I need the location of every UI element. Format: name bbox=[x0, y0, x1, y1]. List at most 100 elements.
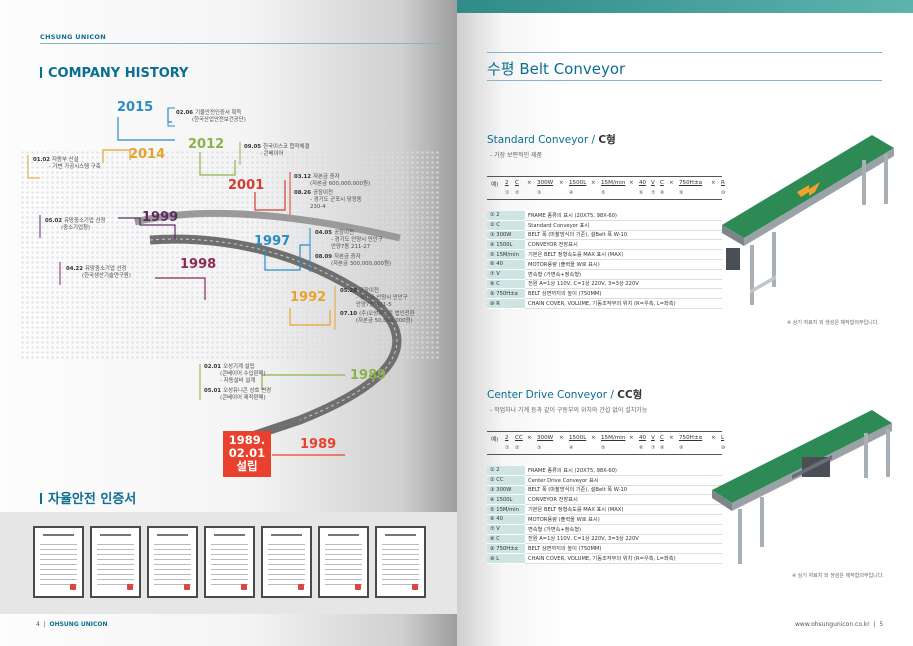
certificate-image bbox=[261, 526, 312, 598]
frame-side bbox=[744, 148, 894, 246]
spec-key: ③ 300W bbox=[487, 485, 525, 496]
code-token: 40 bbox=[639, 180, 647, 186]
year-1992: 1992 bbox=[290, 290, 327, 305]
code-index: ⑥ bbox=[639, 445, 644, 451]
spec-key: ① 2 bbox=[487, 466, 525, 476]
code-token: CC bbox=[515, 435, 523, 441]
code-token: 1500L bbox=[569, 180, 587, 186]
code-token: × bbox=[527, 180, 532, 186]
title-rule-top bbox=[487, 52, 882, 53]
code-index: ④ bbox=[569, 190, 574, 196]
title-rule-bottom bbox=[487, 80, 882, 81]
connector-1998 bbox=[155, 277, 206, 300]
cert-title-text: 자율안전 인증서 bbox=[48, 492, 137, 507]
spec-key: ④ 1500L bbox=[487, 494, 525, 506]
code-token: × bbox=[669, 180, 674, 186]
center-drive-desc: - 작업자나 기계 등과 같이 구동부의 위치와 간섭 없이 설치가능 bbox=[490, 407, 648, 414]
motor bbox=[726, 248, 740, 270]
right-page: 수평 Belt Conveyor Standard Conveyor / C형 … bbox=[457, 0, 913, 646]
year-2015: 2015 bbox=[117, 100, 154, 115]
history-title-text: COMPANY HISTORY bbox=[48, 66, 189, 81]
code-index: ⑥ bbox=[639, 190, 644, 196]
spec-key: ⑥ 40 bbox=[487, 259, 525, 270]
founding-badge: 1989. 02.01 설립 bbox=[223, 431, 271, 477]
spec-key: ⑩ R bbox=[487, 298, 525, 309]
spec-value: CHAIN COVER, VOLUME, 기동조작부의 위치 (R=우측, L=… bbox=[525, 553, 722, 564]
code-prefix: 예) bbox=[491, 182, 499, 188]
standard-conveyor-image bbox=[722, 135, 894, 305]
spec-key: ② C bbox=[487, 220, 525, 231]
world-map-dots bbox=[20, 150, 440, 360]
page-title: 수평 Belt Conveyor bbox=[487, 60, 626, 78]
code-token: R bbox=[721, 180, 725, 186]
code-index: ① bbox=[505, 445, 510, 451]
code-token: 2 bbox=[505, 180, 509, 186]
spec-value: FRAME 종류의 표시 (20X75, 98X-60) bbox=[525, 466, 722, 476]
code-index: ⑩ bbox=[721, 445, 726, 451]
founding-year: 1989. bbox=[228, 433, 266, 447]
certificate-image bbox=[318, 526, 369, 598]
code-token: 750H±α bbox=[679, 180, 703, 186]
left-footer: 4 | OHSUNG UNICON bbox=[36, 621, 108, 628]
code-token: V bbox=[651, 435, 655, 441]
founding-date: 02.01 bbox=[228, 446, 266, 460]
spec-value: 전원 A=1상 110V, C=1상 220V, 3=3상 220V bbox=[525, 534, 722, 545]
footer-brand: OHSUNG UNICON bbox=[49, 621, 108, 628]
code-token: C bbox=[515, 180, 519, 186]
code-index: ③ bbox=[537, 445, 542, 451]
spec-key: ⑧ C bbox=[487, 279, 525, 290]
code-token: 750H±α bbox=[679, 435, 703, 441]
code-token: 15M/min bbox=[601, 180, 626, 186]
spec-key: ⑦ V bbox=[487, 524, 525, 535]
spec-value: BELT 폭 (마찰방식의 기준), 설Belt 폭 W-10 bbox=[525, 230, 722, 241]
spec-value: 변속형 (가변속+정속형) bbox=[525, 269, 722, 280]
spec-value: CHAIN COVER, VOLUME, 기동조작부의 위치 (R=우측, L=… bbox=[525, 298, 722, 309]
code-token: × bbox=[629, 180, 634, 186]
spec-key: ⑩ L bbox=[487, 553, 525, 564]
spec-key: ⑦ V bbox=[487, 269, 525, 280]
year-2001: 2001 bbox=[228, 178, 265, 193]
cert-title: 자율안전 인증서 bbox=[40, 488, 136, 507]
history-title: COMPANY HISTORY bbox=[40, 66, 188, 81]
spec-key: ① 2 bbox=[487, 211, 525, 221]
code-token: × bbox=[669, 435, 674, 441]
spec-value: Standard Conveyor 표시 bbox=[525, 220, 722, 231]
code-token: × bbox=[629, 435, 634, 441]
left-page-number: 4 bbox=[36, 621, 40, 628]
top-accent-bar bbox=[457, 0, 913, 13]
website-link[interactable]: www.ohsungunicon.co.kr bbox=[795, 621, 870, 628]
code-token: L bbox=[721, 435, 725, 441]
year-1998: 1998 bbox=[180, 257, 217, 272]
connector-2001 bbox=[254, 180, 286, 211]
header-divider bbox=[40, 43, 445, 44]
right-footer: www.ohsungunicon.co.kr | 5 bbox=[795, 621, 884, 628]
code-token: 2 bbox=[505, 435, 509, 441]
standard-conveyor-desc: - 가장 보편적인 제품 bbox=[490, 152, 543, 159]
left-page: CHSUNG UNICON COMPANY HISTORY bbox=[0, 0, 457, 646]
arrow-icon bbox=[797, 182, 820, 197]
standard-conveyor-title: Standard Conveyor / C형 bbox=[487, 134, 616, 146]
connector-2015 bbox=[117, 117, 175, 141]
spec-value: CONVEYOR 전장표시 bbox=[525, 239, 722, 251]
leg bbox=[738, 509, 742, 564]
year-2014: 2014 bbox=[129, 147, 166, 162]
spec-value: MOTOR용량 (출력을 W로 표시) bbox=[525, 514, 722, 525]
connector-1992 bbox=[289, 308, 331, 326]
